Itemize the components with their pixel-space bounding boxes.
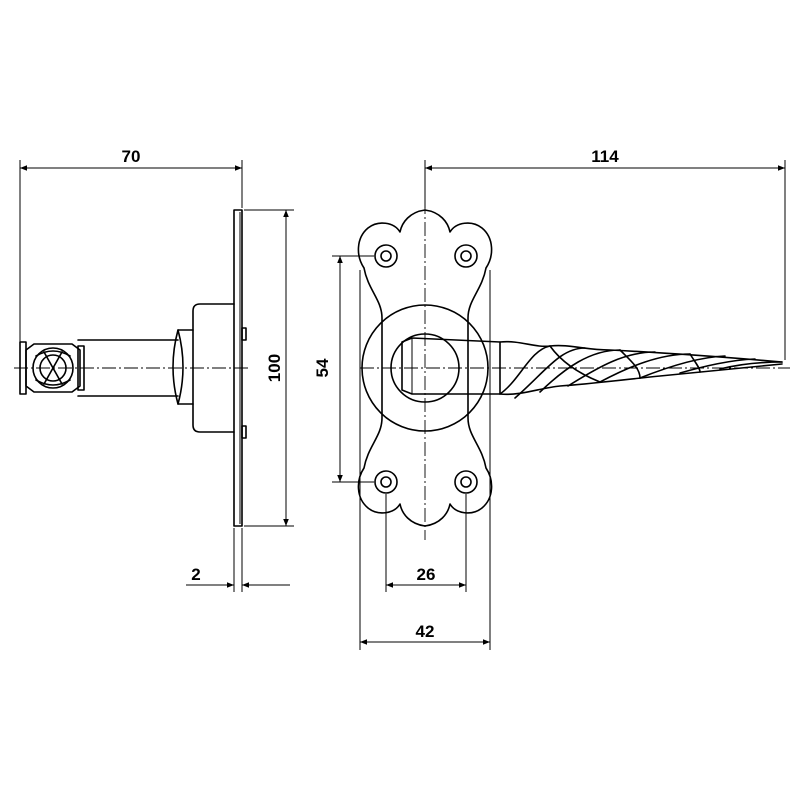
dim-label-114: 114 [591,147,619,166]
side-lever-shank [77,339,179,397]
screw-hole-bottom-left [374,470,398,494]
dim-label-100: 100 [265,354,284,382]
dim-hole-spacing-vertical: 54 [313,255,374,483]
dim-plate-height: 100 [244,209,294,527]
front-lever [401,337,783,399]
side-view [14,209,250,527]
dim-plate-width: 42 [359,270,491,650]
dim-label-26: 26 [417,565,436,584]
dim-hole-spacing-horizontal: 26 [385,494,467,592]
dim-overall-length: 114 [424,147,786,360]
dim-label-54: 54 [313,358,332,377]
dim-label-42: 42 [416,622,435,641]
screw-hole-top-right [454,244,478,268]
screw-hole-top-left [374,244,398,268]
front-view [357,200,790,540]
dim-plate-thickness: 2 [186,528,290,592]
screw-hole-bottom-right [454,470,478,494]
dim-label-2: 2 [191,565,200,584]
dim-label-70: 70 [122,147,141,166]
dim-overall-depth: 70 [19,147,243,345]
side-lever-end [19,341,85,395]
